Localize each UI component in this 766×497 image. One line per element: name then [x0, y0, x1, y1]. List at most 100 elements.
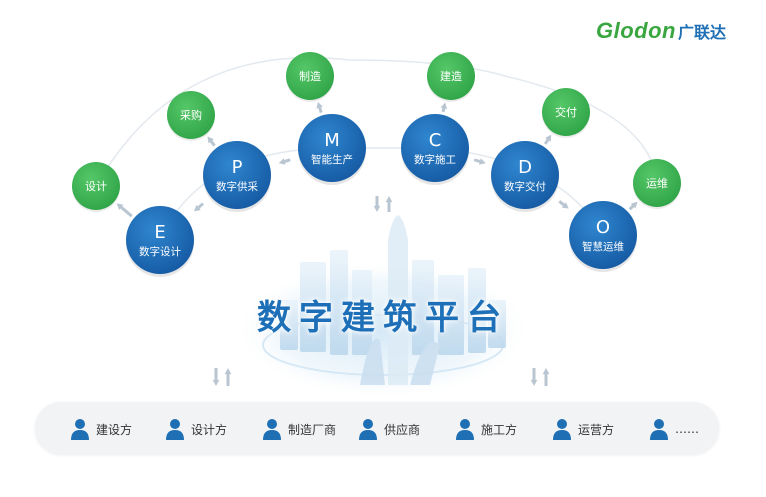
- flow-arrow: [473, 158, 481, 163]
- outer-node-circle: [72, 162, 120, 210]
- phase-node-circle: [126, 206, 194, 274]
- party-label: ……: [675, 422, 699, 436]
- party-label: 供应商: [384, 422, 421, 437]
- flow-arrow-head: [530, 379, 538, 386]
- party-label: 施工方: [481, 422, 518, 437]
- outer-node-label: 设计: [85, 180, 107, 193]
- city-illustration: [233, 215, 533, 400]
- flow-arrow: [543, 138, 550, 145]
- party-item: 制造厂商: [262, 417, 336, 441]
- flow-arrow: [318, 107, 323, 114]
- phase-node-letter: P: [232, 157, 243, 178]
- party-label: 设计方: [191, 422, 228, 437]
- flow-arrow-head: [373, 205, 381, 212]
- phase-node-circle: [298, 114, 366, 182]
- phase-node-label: 数字设计: [139, 245, 181, 258]
- flow-arrow: [197, 202, 205, 209]
- curved-tower: [360, 338, 385, 385]
- phase-node-label: 智慧运维: [582, 240, 624, 253]
- brand-logo-latin: Glodon: [596, 18, 676, 43]
- phase-node-label: 智能生产: [311, 153, 353, 166]
- node-layer: 设计 E 数字设计 采购 P 数字供采 制造 M 智能生产 建造 C 数字施工 交付 D 数字交付 运维 O 智慧…: [72, 52, 681, 277]
- outer-node-6: 运维: [633, 159, 681, 209]
- flow-arrow-head: [207, 136, 214, 144]
- person-icon: [166, 419, 184, 440]
- building: [468, 268, 486, 353]
- person-icon: [553, 419, 571, 440]
- phase-node-P: P 数字供采: [203, 141, 271, 212]
- person-icon: [71, 419, 89, 440]
- phase-node-circle: [203, 141, 271, 209]
- person-icon: [650, 419, 668, 440]
- flow-arrow-head: [278, 158, 286, 165]
- flow-arrow: [120, 206, 133, 218]
- party-label: 运营方: [578, 422, 615, 437]
- party-item: 建设方: [70, 417, 132, 441]
- person-icon: [263, 419, 281, 440]
- phase-node-circle: [491, 141, 559, 209]
- phase-node-label: 数字施工: [414, 153, 456, 166]
- flow-arrow-head: [193, 204, 201, 212]
- main-tower: [388, 215, 408, 385]
- phase-node-letter: D: [518, 157, 532, 178]
- phase-node-C: C 数字施工: [401, 114, 469, 185]
- outer-node-circle: [633, 159, 681, 207]
- phase-node-letter: C: [429, 130, 442, 151]
- phase-node-O: O 智慧运维: [569, 201, 637, 272]
- phase-node-label: 数字交付: [504, 180, 546, 193]
- building: [488, 300, 506, 348]
- flow-arrow: [441, 107, 446, 113]
- brand-logo-cn: 广联达: [677, 25, 726, 42]
- flow-arrow-head: [224, 368, 232, 375]
- building: [280, 300, 298, 350]
- building: [300, 262, 326, 352]
- flow-arrow-head: [545, 134, 552, 142]
- outer-node-circle: [427, 52, 475, 100]
- curved-tower: [410, 341, 440, 385]
- outer-node-circle: [542, 88, 590, 136]
- building: [352, 270, 372, 355]
- outer-node-2: 采购: [167, 91, 215, 141]
- flow-arrow: [558, 200, 565, 207]
- flow-arrow-head: [630, 201, 638, 209]
- outer-node-3: 制造: [286, 52, 334, 102]
- flow-arrow-head: [116, 203, 124, 210]
- outer-node-circle: [167, 91, 215, 139]
- phase-node-circle: [401, 114, 469, 182]
- phase-node-letter: E: [154, 222, 165, 243]
- parties-bar: [35, 402, 719, 454]
- phase-node-letter: O: [596, 217, 610, 238]
- outer-node-1: 设计: [72, 162, 120, 212]
- flow-arrow-head: [385, 196, 393, 203]
- phase-node-D: D 数字交付: [491, 141, 559, 212]
- building: [330, 250, 348, 355]
- flow-arrow: [628, 204, 635, 211]
- outer-node-label: 交付: [555, 105, 577, 119]
- person-icon: [359, 419, 377, 440]
- outer-node-4: 建造: [427, 52, 475, 102]
- phase-node-M: M 智能生产: [298, 114, 366, 185]
- outer-arc: [95, 56, 658, 187]
- outer-node-label: 制造: [299, 69, 321, 83]
- phase-node-letter: M: [324, 130, 340, 151]
- party-item: 施工方: [455, 417, 517, 441]
- flow-arrow-head: [542, 368, 550, 375]
- party-item: ……: [649, 417, 699, 441]
- outer-node-label: 建造: [440, 69, 462, 83]
- arrow-layer: [116, 101, 638, 386]
- building: [412, 260, 434, 355]
- person-icon: [456, 419, 474, 440]
- flow-arrow-head: [440, 102, 448, 110]
- building: [438, 275, 464, 355]
- platform-title: 数字建筑平台: [257, 298, 509, 338]
- flow-arrow: [284, 158, 291, 163]
- phase-node-label: 数字供采: [216, 180, 258, 193]
- flow-arrow-head: [212, 379, 220, 386]
- outer-node-circle: [286, 52, 334, 100]
- flow-arrow-head: [478, 158, 486, 165]
- phase-node-E: E 数字设计: [126, 206, 194, 277]
- flow-arrow-head: [561, 202, 569, 209]
